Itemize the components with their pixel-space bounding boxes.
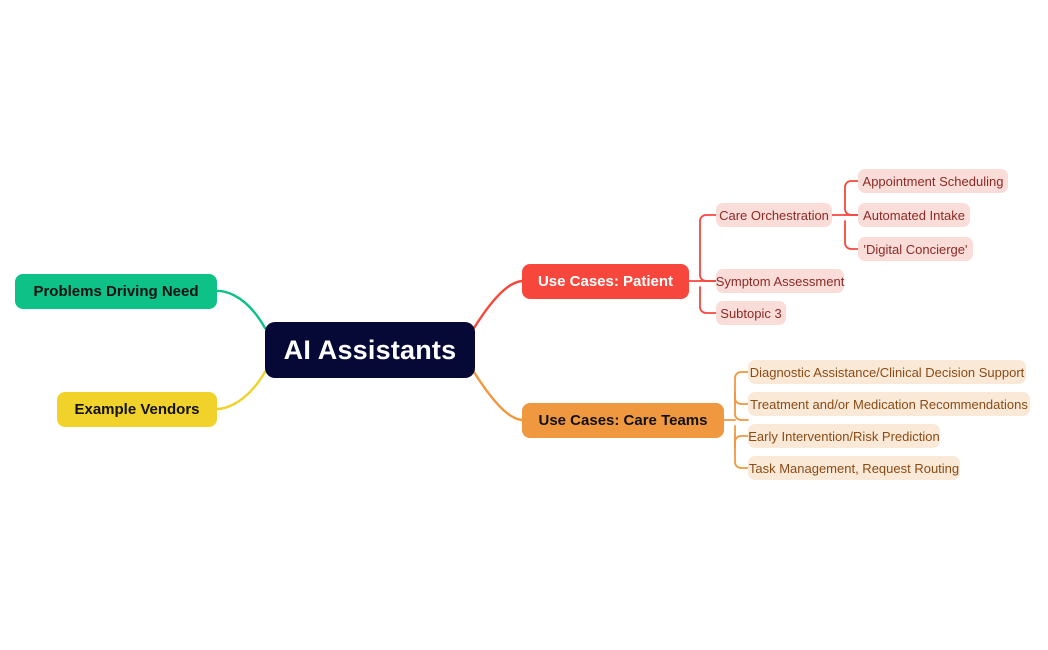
branch-use-cases-care-teams[interactable]: Use Cases: Care Teams	[522, 403, 724, 438]
connector-root-to-careteams	[472, 370, 524, 422]
node-label: Automated Intake	[863, 207, 965, 223]
branch-use-cases-patient[interactable]: Use Cases: Patient	[522, 264, 689, 299]
node-symptom-assessment[interactable]: Symptom Assessment	[716, 269, 844, 293]
node-label: Treatment and/or Medication Recommendati…	[750, 396, 1028, 412]
node-label: 'Digital Concierge'	[863, 241, 968, 257]
node-treatment-medication[interactable]: Treatment and/or Medication Recommendati…	[748, 392, 1030, 416]
node-label: Diagnostic Assistance/Clinical Decision …	[749, 364, 1025, 380]
connector-root-to-patient	[472, 279, 524, 330]
branch-label: Problems Driving Need	[33, 283, 199, 300]
connector-root-to-vendors	[215, 370, 267, 411]
node-appointment-scheduling[interactable]: Appointment Scheduling	[858, 169, 1008, 193]
connector-group-care-orchestration	[831, 180, 859, 250]
branch-example-vendors[interactable]: Example Vendors	[57, 392, 217, 427]
branch-label: Use Cases: Care Teams	[538, 412, 708, 429]
node-digital-concierge[interactable]: 'Digital Concierge'	[858, 237, 973, 261]
node-care-orchestration[interactable]: Care Orchestration	[716, 203, 832, 227]
connector-group-patient	[688, 214, 717, 314]
branch-label: Use Cases: Patient	[537, 273, 674, 290]
node-diagnostic-assistance[interactable]: Diagnostic Assistance/Clinical Decision …	[748, 360, 1026, 384]
node-task-management[interactable]: Task Management, Request Routing	[748, 456, 960, 480]
connector-group-care-teams	[723, 371, 749, 469]
node-early-intervention[interactable]: Early Intervention/Risk Prediction	[748, 424, 940, 448]
node-label: Symptom Assessment	[715, 273, 845, 289]
node-label: Subtopic 3	[720, 305, 782, 321]
root-node-label: AI Assistants	[283, 334, 457, 365]
branch-problems-driving-need[interactable]: Problems Driving Need	[15, 274, 217, 309]
node-label: Care Orchestration	[719, 207, 829, 223]
node-subtopic-3[interactable]: Subtopic 3	[716, 301, 786, 325]
node-label: Appointment Scheduling	[862, 173, 1004, 189]
node-label: Early Intervention/Risk Prediction	[748, 428, 940, 444]
root-node[interactable]: AI Assistants	[265, 322, 475, 378]
branch-label: Example Vendors	[74, 401, 200, 418]
node-label: Task Management, Request Routing	[748, 460, 960, 476]
node-automated-intake[interactable]: Automated Intake	[858, 203, 970, 227]
connector-root-to-problems	[215, 289, 267, 330]
